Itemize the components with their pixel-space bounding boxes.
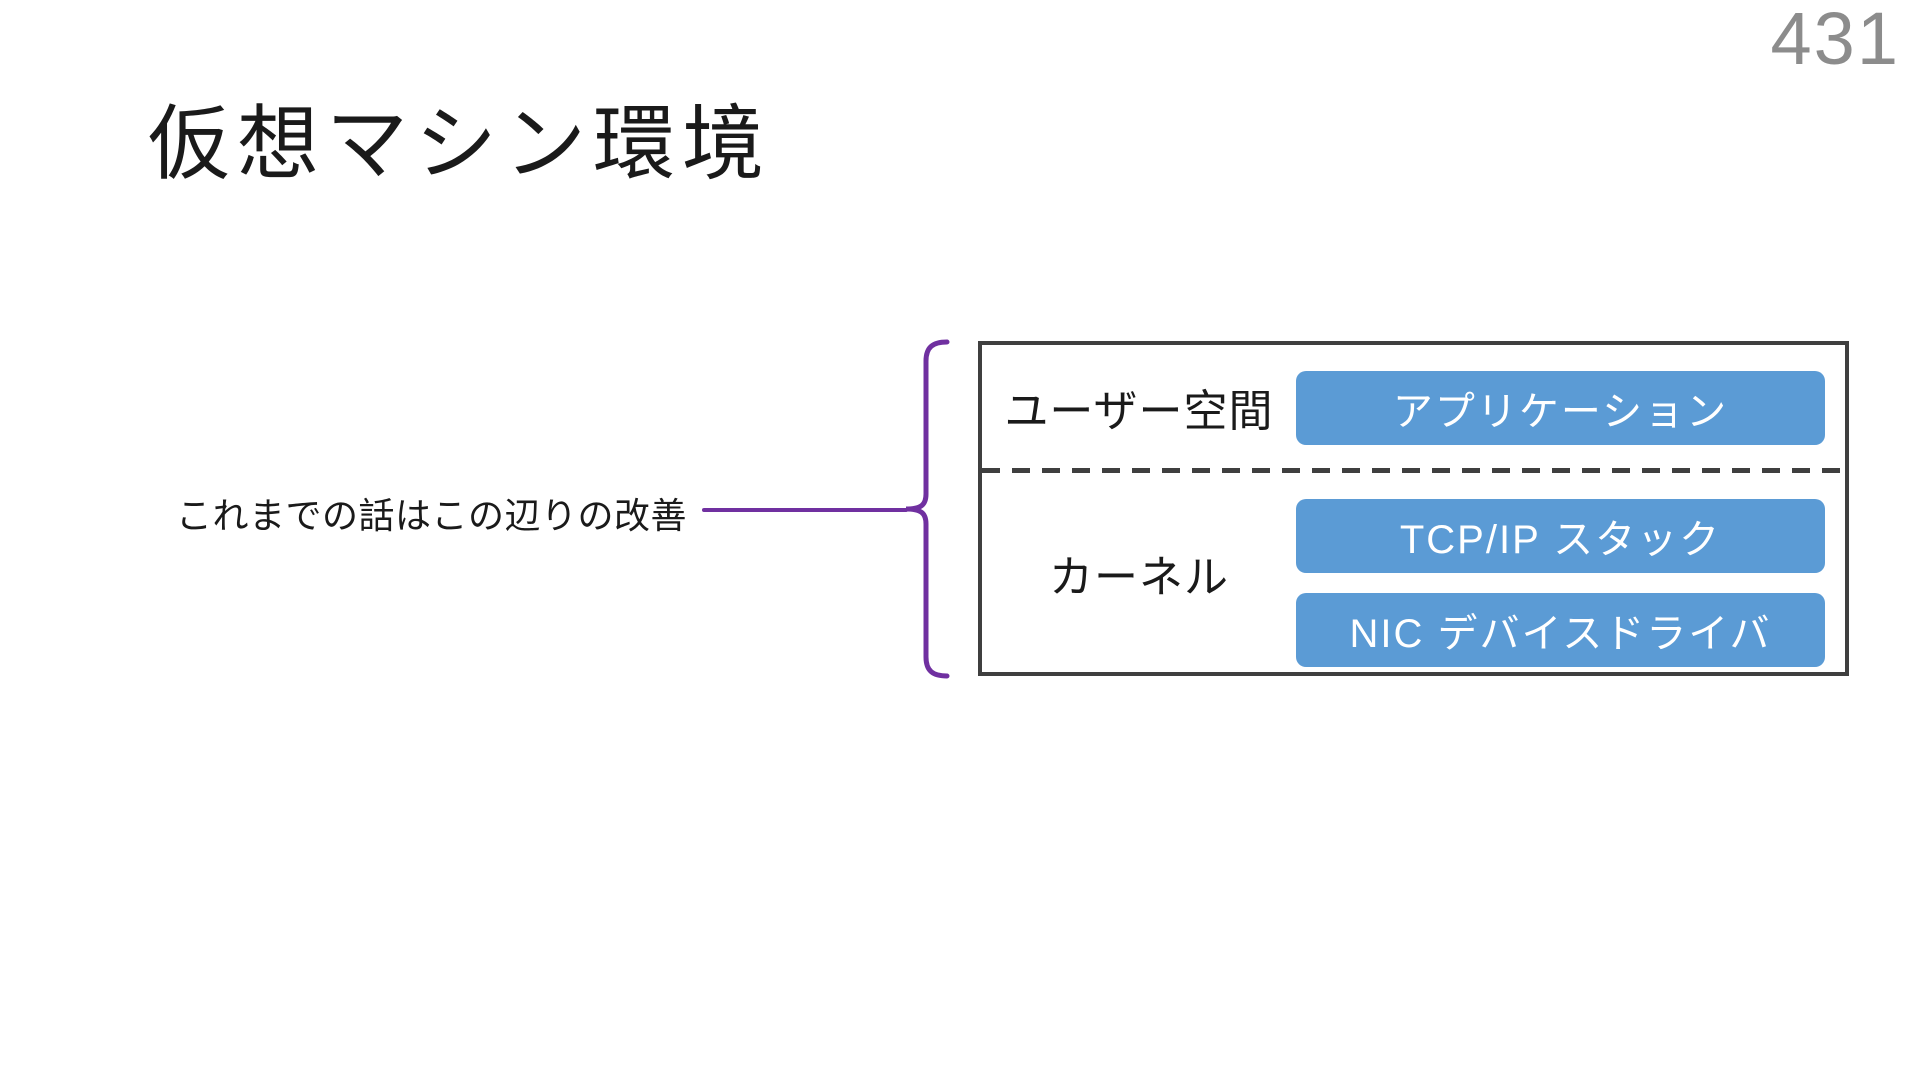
annotation-text: これまでの話はこの辺りの改善 [176,495,688,536]
page-number: 431 [1770,0,1900,80]
user-space-label: ユーザー空間 [1004,386,1274,436]
nic-device-driver-box: NIC デバイスドライバ [1296,593,1825,667]
page-title: 仮想マシン環境 [148,99,772,190]
tcpip-stack-box: TCP/IP スタック [1296,499,1825,573]
left-curly-brace-icon [905,339,950,679]
vm-environment-box: ユーザー空間 アプリケーション カーネル TCP/IP スタック NIC デバイ… [978,341,1849,676]
application-box: アプリケーション [1296,371,1825,445]
user-kernel-divider [982,468,1845,473]
connector-line [702,508,908,512]
kernel-label: カーネル [1049,552,1229,602]
